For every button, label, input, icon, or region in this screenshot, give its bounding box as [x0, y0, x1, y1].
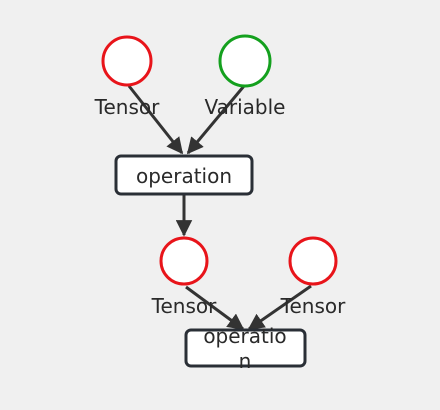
operation-label-2-line2: n — [239, 349, 252, 373]
variable-node-top[interactable] — [218, 34, 272, 88]
tensor-node-mid-right[interactable] — [288, 236, 338, 286]
operation-node-2[interactable] — [184, 328, 307, 368]
operation-label-1: operation — [136, 164, 232, 188]
edge-right-tensor-to-operation — [247, 284, 312, 331]
variable-label-top: Variable — [205, 95, 286, 119]
tensor-node-mid-left[interactable] — [159, 236, 209, 286]
edge-left-tensor-to-operation — [185, 285, 245, 331]
edge-variable-to-operation — [186, 85, 246, 155]
tensor-label-mid-left: Tensor — [151, 294, 217, 318]
operation-node-1[interactable] — [114, 154, 254, 196]
operation-label-2-line1: operatio — [203, 324, 286, 348]
tensor-label-mid-right: Tensor — [280, 294, 346, 318]
tensor-label-top: Tensor — [94, 95, 160, 119]
tensor-node-top[interactable] — [101, 35, 153, 87]
edge-tensor-to-operation — [127, 85, 184, 155]
